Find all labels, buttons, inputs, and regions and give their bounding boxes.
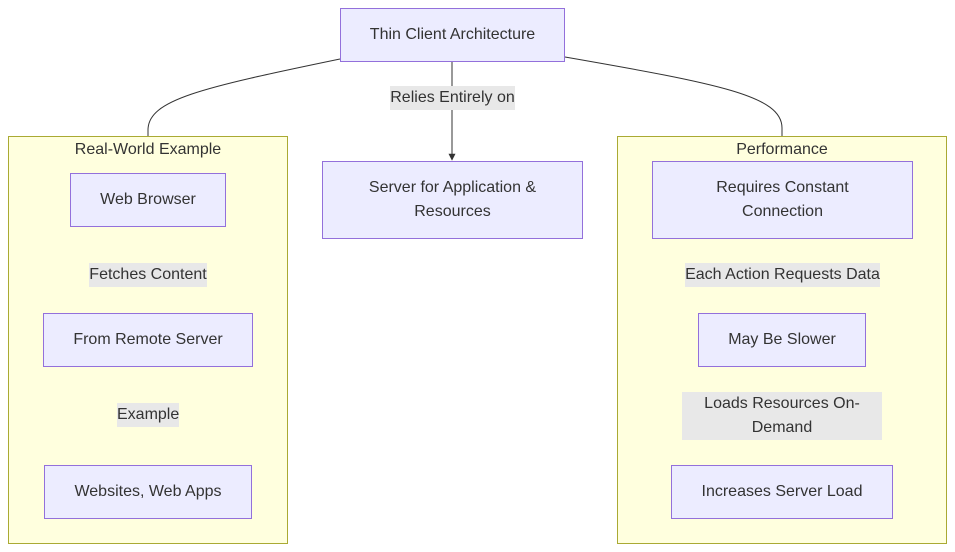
edge-label-example: Example	[117, 403, 179, 427]
edge-label-relies-entirely-on: Relies Entirely on	[390, 86, 515, 110]
edge-root-to-web-browser	[144, 58, 341, 173]
node-increases-server-load[interactable]: Increases Server Load	[671, 465, 893, 519]
node-web-browser[interactable]: Web Browser	[70, 173, 226, 227]
edge-root-to-constant-connection	[564, 56, 786, 161]
node-requires-constant-connection[interactable]: Requires Constant Connection	[652, 161, 913, 239]
edge-label-each-action-requests-data: Each Action Requests Data	[685, 263, 880, 287]
edge-label-loads-resources-on-demand: Loads Resources On-Demand	[682, 392, 882, 440]
cluster-title: Performance	[736, 141, 828, 158]
node-from-remote-server[interactable]: From Remote Server	[43, 313, 253, 367]
node-websites-web-apps[interactable]: Websites, Web Apps	[44, 465, 252, 519]
node-thin-client-architecture[interactable]: Thin Client Architecture	[340, 8, 565, 62]
node-server-for-application-resources[interactable]: Server for Application & Resources	[322, 161, 583, 239]
node-may-be-slower[interactable]: May Be Slower	[698, 313, 866, 367]
cluster-title: Real-World Example	[74, 141, 222, 158]
edge-label-fetches-content: Fetches Content	[89, 263, 207, 287]
